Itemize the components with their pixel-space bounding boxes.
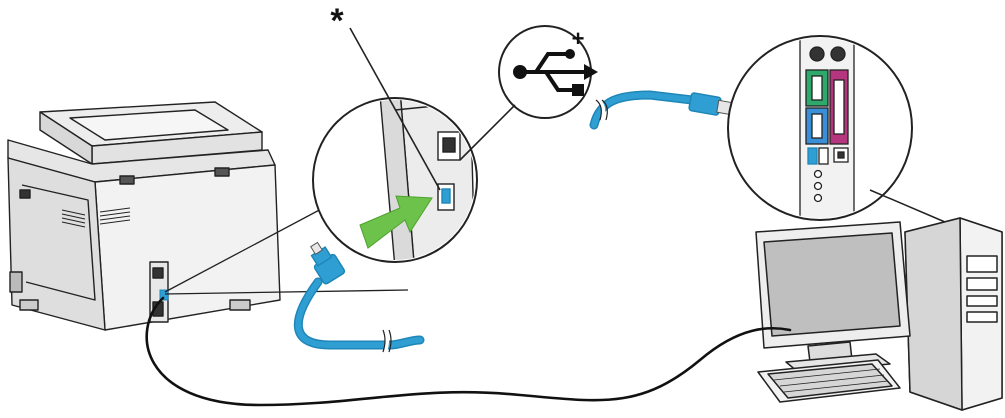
svg-text:+: +: [572, 26, 585, 51]
pc-port-magnifier: [728, 30, 945, 230]
pc-tower: [905, 218, 1002, 410]
computer: [756, 218, 1002, 410]
usb-cable-long: [147, 298, 790, 405]
port-marker-asterisk: *: [330, 2, 344, 40]
usb-cable-pc-end: [594, 93, 735, 125]
pc-monitor: [756, 222, 910, 372]
pc-usb-port: [808, 148, 817, 164]
usb-icon: +: [460, 26, 598, 160]
printer: [8, 102, 280, 330]
pc-keyboard: [758, 360, 900, 402]
